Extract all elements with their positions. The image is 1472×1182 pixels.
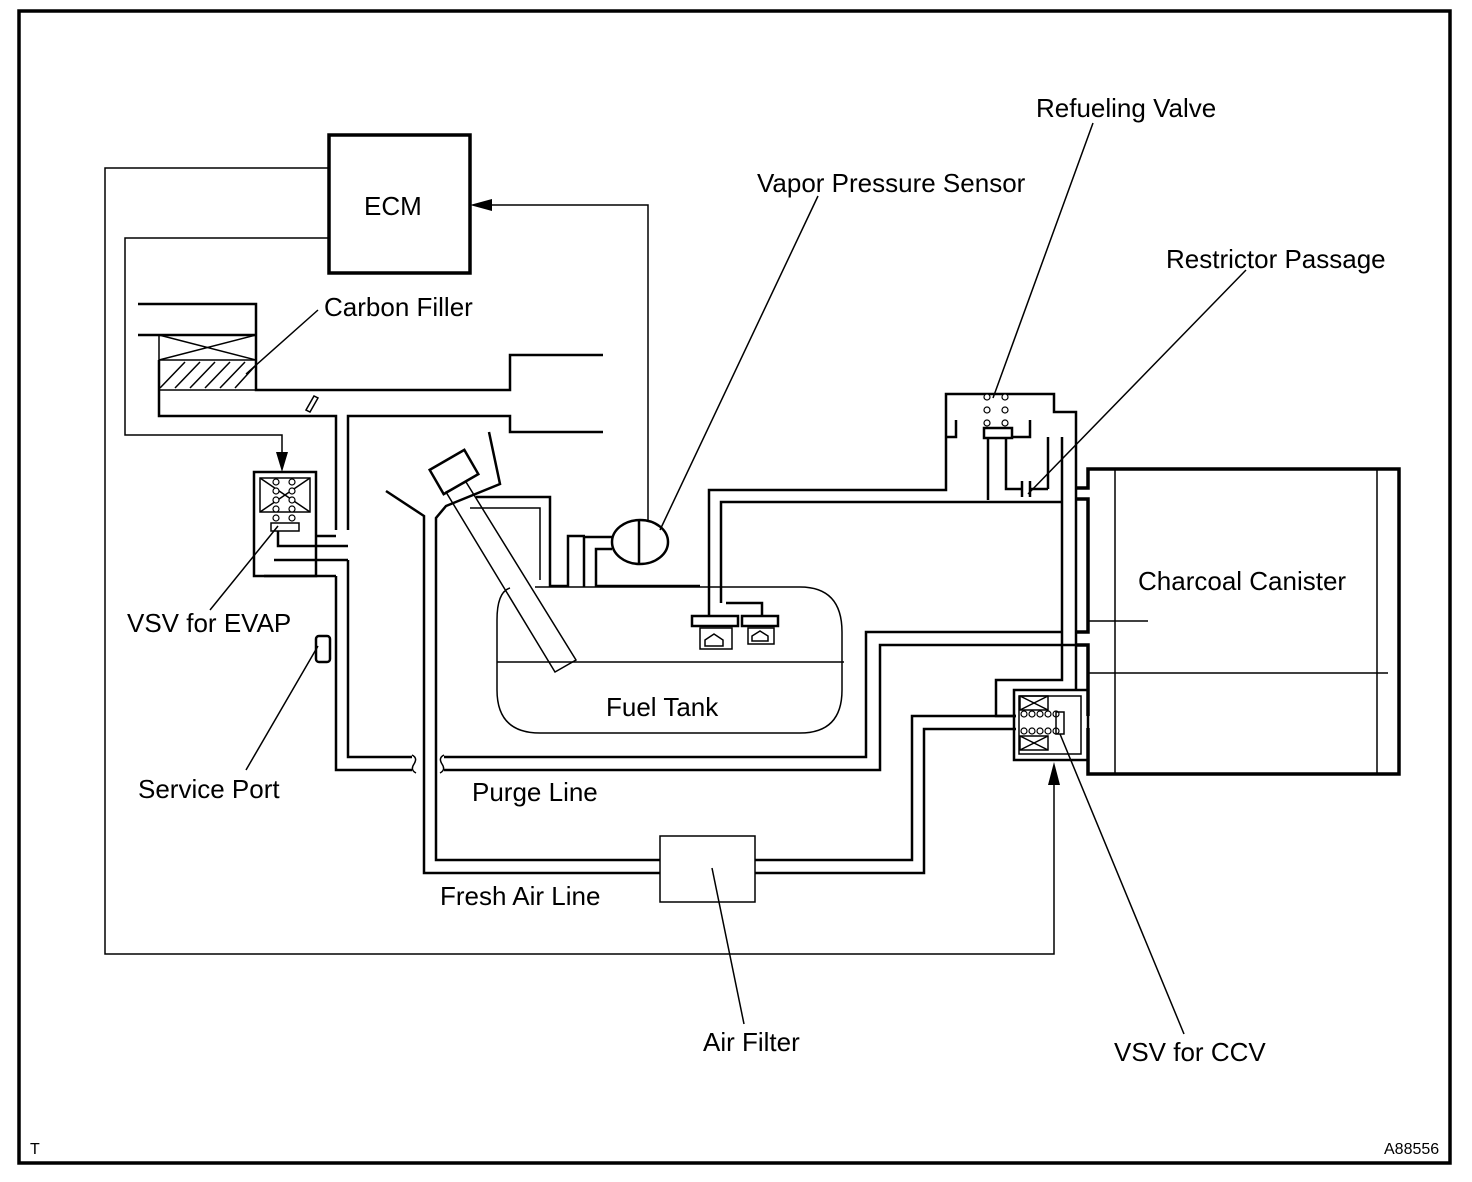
restrictor-passage-leader (1027, 269, 1247, 495)
vsv-evap-valve (252, 470, 348, 578)
air-filter-leader (711, 867, 745, 1025)
charcoal-canister (1076, 467, 1401, 776)
injector-icon (304, 395, 320, 413)
service-port-leader (245, 645, 319, 771)
vapor-pressure-sensor-label: Vapor Pressure Sensor (757, 168, 1026, 198)
vsv-ccv-label: VSV for CCV (1114, 1037, 1266, 1067)
ecm-box (327, 133, 472, 275)
charcoal-canister-label: Charcoal Canister (1138, 566, 1346, 596)
purge-line-label: Purge Line (472, 777, 598, 807)
air-filter-label: Air Filter (703, 1027, 800, 1057)
fuel-tank-outline (496, 586, 843, 734)
arrow-to-vsv-evap-icon (276, 452, 288, 472)
purge-line (334, 560, 1076, 774)
vsv-ccv-leader (1059, 733, 1185, 1035)
ecm-wiring (104, 167, 1060, 955)
carbon-filler-hatch (159, 361, 256, 389)
vapor-pressure-sensor-leader (659, 195, 819, 531)
service-port-cap-icon (314, 634, 332, 664)
figure-id: A88556 (1384, 1141, 1439, 1158)
arrow-to-vsv-ccv-icon (1048, 762, 1060, 785)
carbon-filler-label: Carbon Filler (324, 292, 473, 322)
intake-assembly (138, 302, 603, 530)
refueling-valve-label: Refueling Valve (1036, 93, 1216, 123)
vsv-evap-label: VSV for EVAP (127, 608, 291, 638)
fresh-air-line (385, 431, 1016, 875)
tank-valves (690, 392, 1078, 650)
restrictor-passage-label: Restrictor Passage (1166, 244, 1386, 274)
service-port-label: Service Port (138, 774, 280, 804)
refueling-valve (946, 393, 1078, 645)
figure-frame (17, 9, 1452, 1165)
vsv-evap-leader (209, 525, 279, 611)
fresh-air-line-label: Fresh Air Line (440, 881, 600, 911)
ecm-label: ECM (364, 191, 422, 221)
corner-mark: T (30, 1141, 40, 1158)
carbon-filler-leader (245, 309, 319, 375)
restrictor-passage-symbol (1020, 481, 1032, 497)
refueling-valve-leader (992, 122, 1094, 399)
air-filter-box (659, 835, 756, 903)
fuel-tank-label: Fuel Tank (606, 692, 719, 722)
vsv-ccv-valve (994, 632, 1090, 762)
vapor-pressure-sensor (582, 518, 700, 588)
filler-pipe (427, 448, 585, 674)
arrow-to-ecm-icon (470, 199, 492, 211)
